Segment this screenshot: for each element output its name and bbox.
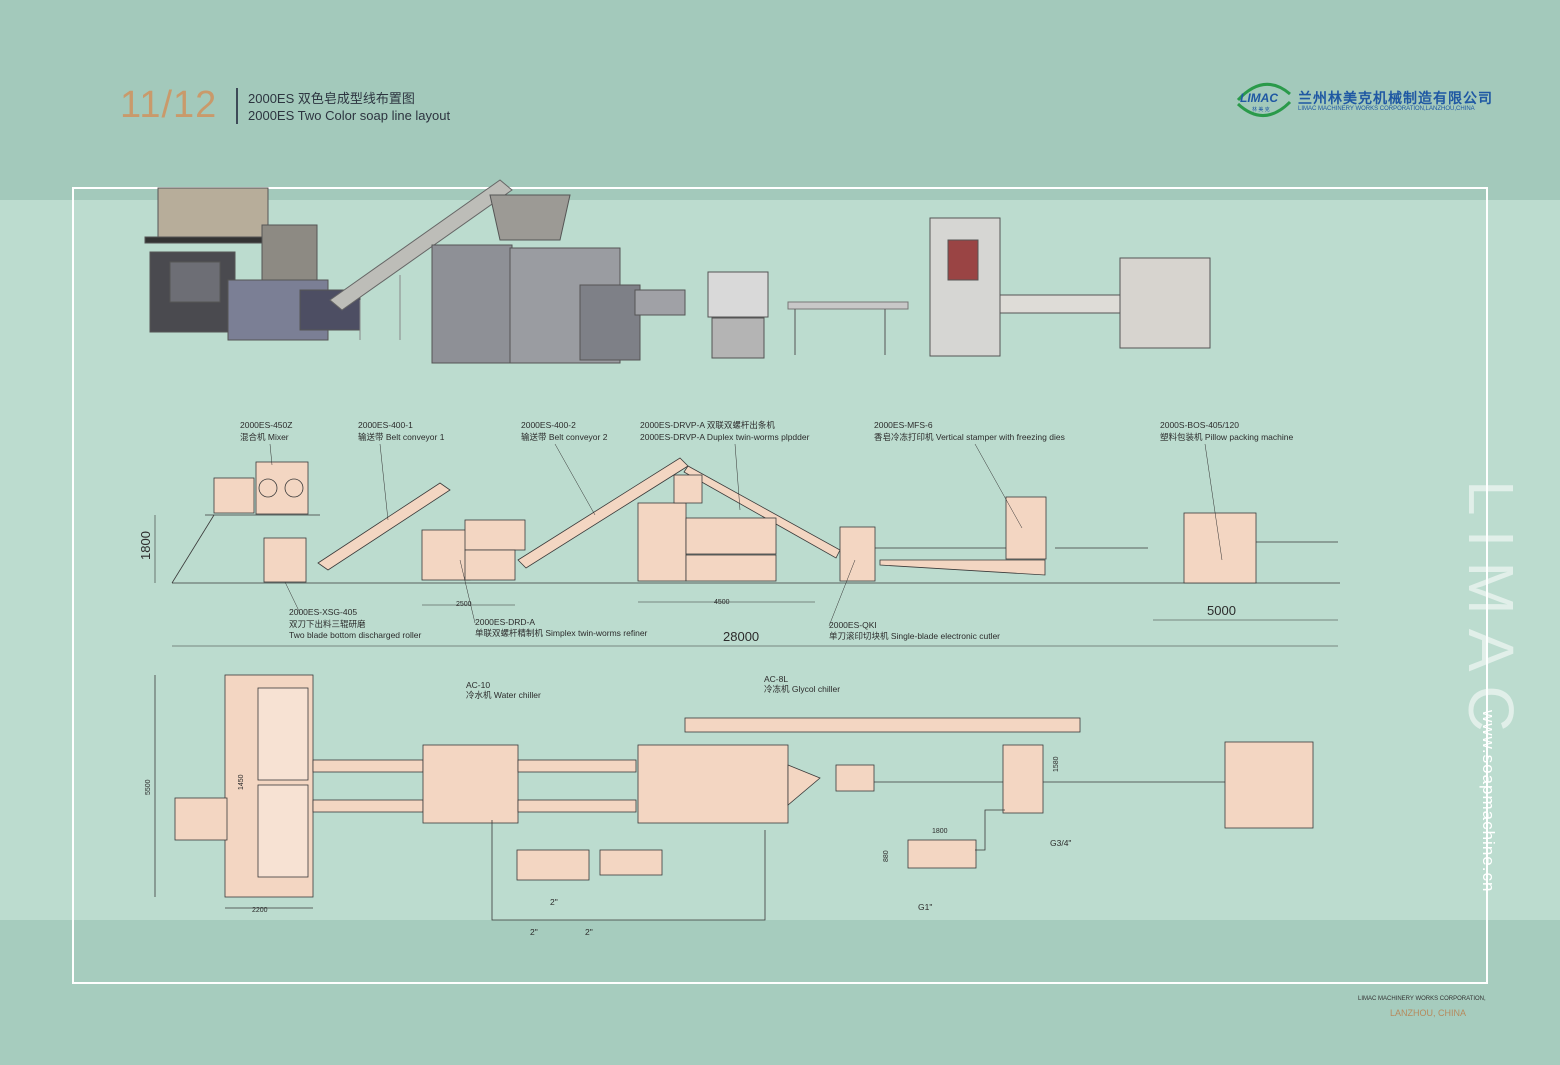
label-conveyor1-name: 输送带 Belt conveyor 1 [358, 432, 445, 442]
side-dimension-lines [154, 515, 1338, 647]
photo-roller-mill [227, 224, 361, 341]
pipe-label-g1: G1" [918, 902, 932, 912]
label-packer-code: 2000S-BOS-405/120 [1160, 420, 1239, 430]
glycol-width-dimension: 1800 [932, 828, 948, 835]
plan-width-dimension: 2200 [252, 907, 268, 914]
photo-belt [787, 301, 909, 355]
refiner-dimension: 2500 [456, 601, 472, 608]
label-stamper-code: 2000ES-MFS-6 [874, 420, 933, 430]
label-roller-code: 2000ES-XSG-405 [289, 607, 357, 617]
footer-location: LANZHOU, CHINA [1390, 1008, 1467, 1018]
label-conveyor1-code: 2000ES-400-1 [358, 420, 413, 430]
side-view-drawing [171, 457, 1340, 584]
content-frame [72, 187, 1488, 984]
plodder-dimension: 4500 [714, 599, 730, 606]
plan-dimension-texts: 5500 2200 1450 1800 880 1580 2" 2" 2" G1… [145, 756, 1071, 937]
label-conveyor2-code: 2000ES-400-2 [521, 420, 576, 430]
photo-plodder [431, 194, 686, 364]
photo-packer [999, 257, 1211, 349]
label-glycol-chiller-name: 冷冻机 Glycol chiller [764, 684, 840, 694]
stamper-dimension: 1580 [1053, 756, 1060, 772]
footer-company: LIMAC MACHINERY WORKS CORPORATION, [1358, 996, 1486, 1002]
label-roller-name2: Two blade bottom discharged roller [289, 630, 421, 640]
logo-subtext: 林 美 克 [1252, 106, 1270, 113]
website-link[interactable]: www.soapmachine.cn [1479, 710, 1498, 893]
label-water-chiller-code: AC-10 [466, 680, 490, 690]
plan-view-drawing [174, 674, 1314, 898]
logo-text: LIMAC [1240, 91, 1278, 105]
limac-logo-icon: LIMAC 林 美 克 [1236, 82, 1292, 117]
height-dimension: 1800 [138, 531, 153, 560]
label-glycol-chiller-code: AC-8L [764, 674, 788, 684]
plan-depth-dimension: 5500 [145, 779, 152, 795]
title-divider [236, 88, 238, 124]
label-cutter-code: 2000ES-QKI [829, 620, 877, 630]
plan-pipes [154, 675, 1005, 921]
photo-stamper [929, 217, 1001, 357]
company-name-cn: 兰州林美克机械制造有限公司 [1298, 90, 1493, 106]
photo-cutter [707, 271, 769, 359]
label-mixer-code: 2000ES-450Z [240, 420, 292, 430]
side-view-labels: 2000ES-450Z 混合机 Mixer 2000ES-400-1 输送带 B… [240, 420, 1293, 641]
label-packer-name: 塑料包装机 Pillow packing machine [1160, 432, 1293, 442]
total-dimension: 28000 [723, 629, 759, 644]
packing-dimension: 5000 [1207, 603, 1236, 618]
pipe-label-2a: 2" [550, 897, 558, 907]
footer-band [0, 920, 1560, 1065]
glycol-height-dimension: 880 [883, 850, 890, 862]
label-plodder-name: 2000ES-DRVP-A Duplex twin-worms plpdder [640, 432, 810, 442]
label-plodder-code: 2000ES-DRVP-A 双联双螺杆出条机 [640, 420, 775, 430]
pipe-label-g34: G3/4" [1050, 838, 1071, 848]
side-leader-lines [269, 443, 1223, 627]
label-mixer-name: 混合机 Mixer [240, 432, 289, 442]
label-water-chiller-name: 冷水机 Water chiller [466, 690, 541, 700]
plan-labels: AC-10 冷水机 Water chiller AC-8L 冷冻机 Glycol… [466, 674, 840, 700]
page-title-cn: 2000ES 双色皂成型线布置图 [248, 91, 415, 106]
limac-watermark: LIMAC [1455, 480, 1527, 746]
pipe-label-2b: 2" [530, 927, 538, 937]
company-name-en: LIMAC MACHINERY WORKS CORPORATION,LANZHO… [1298, 106, 1475, 112]
plan-gap-dimension: 1450 [238, 774, 245, 790]
photo-mixer [144, 187, 276, 333]
pipe-label-2c: 2" [585, 927, 593, 937]
label-conveyor2-name: 输送带 Belt conveyor 2 [521, 432, 608, 442]
machine-photo-strip [144, 179, 1211, 364]
label-cutter-name: 单刀滚印切块机 Single-blade electronic cutler [829, 631, 1000, 641]
label-refiner-name: 单联双螺杆精制机 Simplex twin-worms refiner [475, 628, 648, 638]
page-title-en: 2000ES Two Color soap line layout [248, 108, 451, 123]
label-roller-name: 双刀下出料三辊研磨 [289, 619, 366, 629]
label-stamper-name: 香皂冷冻打印机 Vertical stamper with freezing d… [874, 432, 1065, 442]
header-band [0, 0, 1560, 200]
label-refiner-code: 2000ES-DRD-A [475, 617, 535, 627]
page-number: 11/12 [120, 84, 218, 126]
